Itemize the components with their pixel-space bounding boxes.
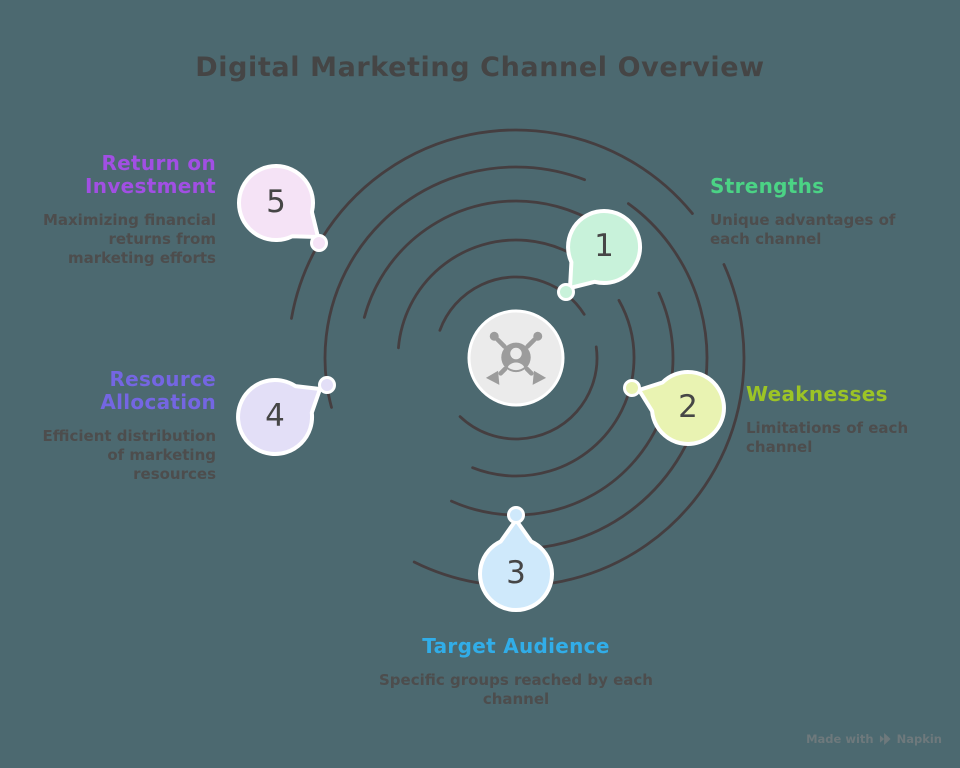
node-2-number: 2 bbox=[678, 389, 698, 425]
napkin-logo-icon bbox=[879, 732, 891, 746]
orbit-ring-1 bbox=[433, 275, 599, 441]
node-3-label: Target Audience bbox=[422, 634, 610, 658]
node-5-description: Maximizing financial returns from market… bbox=[42, 211, 216, 267]
orbit-rings bbox=[286, 128, 746, 588]
orbit-ring-4 bbox=[323, 165, 709, 551]
node-1-dot bbox=[557, 283, 575, 301]
watermark: Made with Napkin bbox=[806, 732, 942, 746]
node-4-bubble bbox=[236, 378, 322, 456]
page-title: Digital Marketing Channel Overview bbox=[195, 52, 765, 83]
node-1-label-block: Strengths Unique advantages of each chan… bbox=[710, 175, 910, 249]
node-1-number: 1 bbox=[594, 228, 614, 264]
node-4-number: 4 bbox=[265, 398, 285, 434]
orbit-dots bbox=[310, 234, 641, 524]
node-5-label: Return on Investment bbox=[85, 151, 216, 198]
orbit-ring-2 bbox=[396, 238, 636, 478]
node-3-label-block: Target Audience Specific groups reached … bbox=[366, 635, 666, 709]
node-4-label: Resource Allocation bbox=[100, 367, 216, 414]
audience-share-icon bbox=[485, 331, 547, 385]
center-hub bbox=[467, 309, 565, 407]
node-4-dot bbox=[318, 376, 336, 394]
node-5-number: 5 bbox=[266, 184, 286, 220]
node-2-label-block: Weaknesses Limitations of each channel bbox=[746, 383, 941, 457]
node-4-label-block: Resource Allocation Efficient distributi… bbox=[28, 368, 216, 483]
node-5-dot bbox=[310, 234, 328, 252]
node-3-dot bbox=[507, 506, 525, 524]
watermark-brand: Napkin bbox=[896, 732, 942, 746]
node-3-bubble bbox=[478, 518, 554, 612]
node-bubbles bbox=[236, 164, 726, 612]
node-1-bubble bbox=[566, 209, 643, 290]
node-1-label: Strengths bbox=[710, 174, 825, 198]
node-2-label: Weaknesses bbox=[746, 382, 888, 406]
node-2-description: Limitations of each channel bbox=[746, 419, 909, 456]
node-5-bubble bbox=[237, 164, 320, 242]
node-5-label-block: Return on Investment Maximizing financia… bbox=[28, 152, 216, 267]
node-2-dot bbox=[623, 379, 641, 397]
watermark-prefix: Made with bbox=[806, 732, 874, 746]
node-3-number: 3 bbox=[506, 555, 526, 591]
node-1-description: Unique advantages of each channel bbox=[710, 211, 896, 248]
node-4-description: Efficient distribution of marketing reso… bbox=[42, 427, 216, 483]
node-2-bubble bbox=[637, 369, 726, 446]
orbit-ring-5 bbox=[286, 128, 746, 588]
node-3-description: Specific groups reached by each channel bbox=[379, 671, 653, 708]
